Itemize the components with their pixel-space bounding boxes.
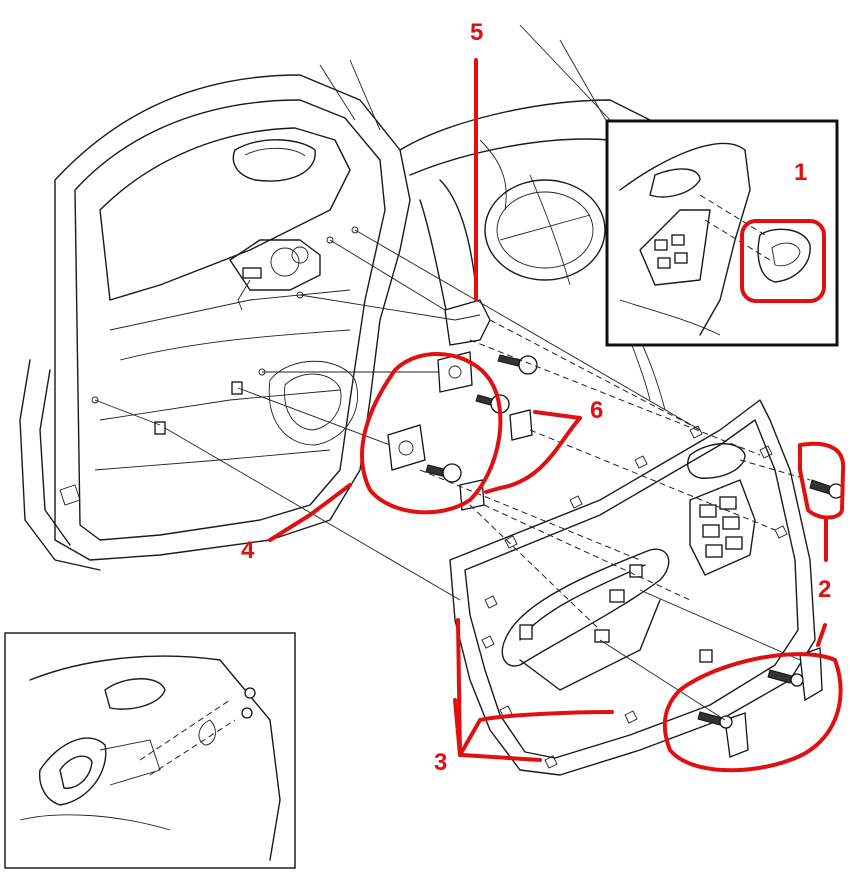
- screw: [497, 354, 538, 375]
- screw: [425, 463, 462, 483]
- callout-label-5: 5: [470, 19, 483, 46]
- clip-bracket: [444, 299, 491, 346]
- callout-2-connector: [816, 623, 827, 647]
- panel-clip: [509, 409, 533, 441]
- inner-handle-bezel: [757, 228, 811, 283]
- callout-label-3: 3: [434, 749, 447, 776]
- callout-4-highlight: [360, 352, 503, 515]
- panel-clips: [481, 425, 788, 769]
- red-annotations: [268, 58, 846, 773]
- callout-4-leader: [268, 483, 352, 542]
- screw: [697, 711, 733, 729]
- power-window-switch-panel: [689, 479, 756, 576]
- armrest-grip: [501, 548, 670, 691]
- inset-door-handle-detail: [605, 119, 839, 347]
- inset-grip-handle: [38, 737, 107, 806]
- callout-1-highlight: [740, 219, 826, 303]
- inset-door-handle: [649, 168, 701, 198]
- callout-label-1: 1: [794, 159, 807, 186]
- door-frame: [19, 59, 411, 571]
- callout-3-leader: [458, 710, 614, 757]
- callout-6-leader: [533, 410, 582, 420]
- callout-2-upper-highlight: [798, 441, 846, 520]
- callout-label-4: 4: [241, 537, 255, 564]
- retainer-clip: [387, 424, 426, 471]
- steering-wheel: [484, 179, 606, 281]
- retainer-clip: [437, 351, 473, 393]
- callout-label-2: 2: [818, 576, 831, 603]
- callout-2-lower-highlight: [662, 652, 843, 773]
- callout-label-6: 6: [590, 397, 603, 424]
- door-trim-panel: [449, 399, 823, 776]
- inset-grip-detail: [4, 632, 296, 869]
- screw: [809, 479, 844, 499]
- callout-3-leader: [460, 753, 542, 762]
- callout-6-leader: [484, 416, 582, 494]
- screw-cover-cap: [799, 647, 823, 702]
- inset-switch-panel: [639, 209, 711, 286]
- callout-3-leader: [453, 698, 462, 757]
- screw: [475, 394, 510, 414]
- screw: [767, 669, 804, 687]
- callout-labels: 1 2 3 4 5 6: [241, 19, 831, 776]
